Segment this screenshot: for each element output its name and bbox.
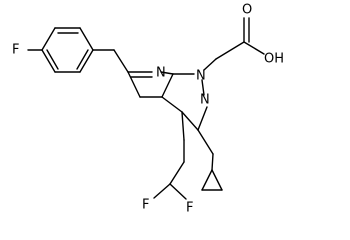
bond — [201, 79, 205, 96]
bond — [153, 183, 171, 199]
bond — [181, 111, 199, 131]
bond — [127, 71, 141, 98]
fluorine-left-label: F — [142, 198, 149, 213]
hydroxyl-label: OH — [264, 52, 284, 67]
bond — [46, 49, 59, 70]
bond — [160, 71, 174, 75]
nitrogen-n1-label: N — [196, 69, 206, 84]
bond — [79, 49, 94, 73]
bond — [215, 41, 245, 60]
bond — [169, 183, 187, 200]
bond — [211, 169, 223, 191]
atom-labels: F N N N O OH F F — [12, 3, 284, 216]
nitrogen-n2-label: N — [200, 93, 210, 108]
bond — [161, 73, 174, 98]
bond — [41, 27, 56, 51]
bond — [161, 96, 183, 113]
bond — [243, 41, 265, 55]
bond — [79, 27, 94, 51]
nitrogen-pyridine-label: N — [156, 66, 166, 81]
bond — [169, 161, 185, 185]
bond — [201, 169, 213, 191]
bond — [181, 111, 185, 141]
fluorine-right-label: F — [186, 201, 193, 216]
bond — [41, 49, 56, 73]
bond — [113, 49, 129, 73]
fluorine-aryl-label: F — [12, 43, 19, 58]
bond — [197, 129, 214, 155]
bond — [203, 58, 217, 71]
bond — [197, 106, 208, 131]
bond — [76, 49, 89, 70]
bond — [211, 153, 214, 171]
bonds — [27, 17, 265, 200]
carbonyl-oxygen-label: O — [242, 3, 252, 18]
